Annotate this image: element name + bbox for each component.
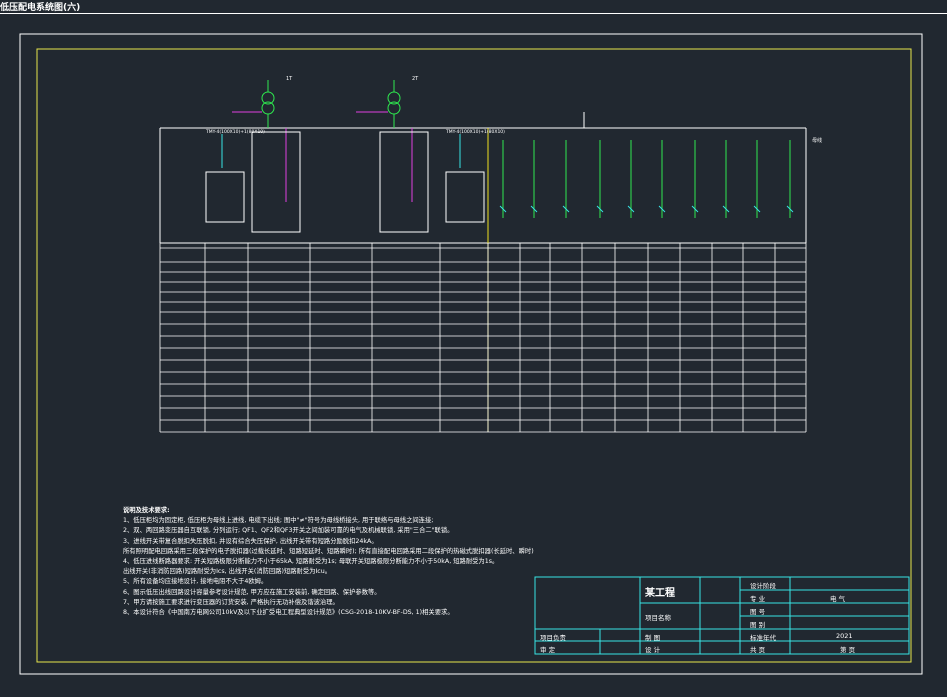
feeder-terminal [596, 205, 604, 213]
outer-frame [19, 33, 923, 675]
note-item: 4、低压进线断路器要求: 开关短路极限分断能力不小于65kA, 短路耐受为1s;… [123, 558, 499, 566]
technical-notes: 说明及技术要求: 1、低压柜均为固定柜, 低压柜为母线上进线, 电缆下出线; 图… [123, 506, 563, 618]
note-item: 2、双、两回路变压器自互联锁, 分列运行; QF1、QF2和QF3开关之间加装可… [123, 527, 454, 535]
transformer-2 [387, 80, 401, 128]
note-item: 7、甲方请按施工要求进行变压器的订货安装, 严格执行无功补偿及谐波治理。 [123, 598, 339, 606]
busbar-label-2: TMY-4(100X10)+1(80X10) [446, 130, 505, 135]
feeder-terminal [530, 205, 538, 213]
diagram-title: 低压配电系统图(六) [0, 0, 947, 14]
page-label: 第 页 [840, 646, 856, 654]
feeder-terminal [691, 205, 699, 213]
transformer-1 [261, 80, 275, 128]
note-item: 6、图示低压出线回路设计容量参考设计规范, 甲方应在施工安装前, 确定回路、保护… [123, 588, 381, 596]
transformer-1-label: 1T [286, 76, 293, 82]
note-item: 5、所有设备均应接地设计, 接地电阻不大于4欧姆。 [123, 578, 268, 586]
feeder-terminal [499, 205, 507, 213]
feeder-terminal [753, 205, 761, 213]
design-label: 设 计 [645, 646, 661, 654]
project-label: 某工程 [645, 588, 675, 599]
outgoing-feeders [499, 140, 794, 218]
cert-value: 2021 [836, 632, 853, 640]
drawing-no-label: 图 号 [750, 608, 766, 616]
scale-label: 图 别 [750, 621, 766, 629]
feeder-terminal [786, 205, 794, 213]
note-item: 3、进线开关带复合脱扣失压脱扣, 并设有综合失压保护, 出线开关带有短路分励脱扣… [123, 537, 378, 545]
cert-label: 标准年代 [750, 634, 776, 642]
unit-label: 项目负责 [540, 634, 566, 642]
specialty-label: 专 业 [750, 595, 766, 603]
transformer-2-label: 2T [412, 76, 419, 82]
title-block [534, 576, 910, 655]
feeder-terminal [658, 205, 666, 213]
feeder-terminal [627, 205, 635, 213]
check-label: 审 定 [540, 646, 556, 654]
feeder-terminal [562, 205, 570, 213]
parameter-table [159, 243, 807, 433]
specialty-value: 电 气 [830, 595, 846, 603]
design-stage-label: 设计阶段 [750, 582, 776, 590]
inner-frame [36, 48, 912, 663]
project-name-label: 项目名称 [645, 614, 671, 622]
draw-label: 制 图 [645, 634, 661, 642]
feeder-terminal [722, 205, 730, 213]
busbar-label-1: TMY-4(100X10)+1(80X10) [206, 130, 265, 135]
note-item: 所有照明配电回路采用三段保护的电子脱扣器(过载长延时、短路短延时、短路瞬时); … [123, 547, 534, 555]
busbar-label-3: 母线 [812, 138, 823, 144]
note-item: 出线开关(非消防回路)短路耐受为Ics, 出线开关(消防回路)短路耐受为Icu。 [123, 568, 332, 576]
note-item: 8、本设计符合《中国南方电网公司10kV及以下业扩受电工程典型设计规范》(CSG… [123, 609, 454, 617]
notes-heading: 说明及技术要求: [123, 507, 170, 514]
note-item: 1、低压柜均为固定柜, 低压柜为母线上进线, 电缆下出线; 图中"≠"符号为母线… [123, 517, 434, 525]
sheet-label: 共 页 [750, 646, 766, 654]
